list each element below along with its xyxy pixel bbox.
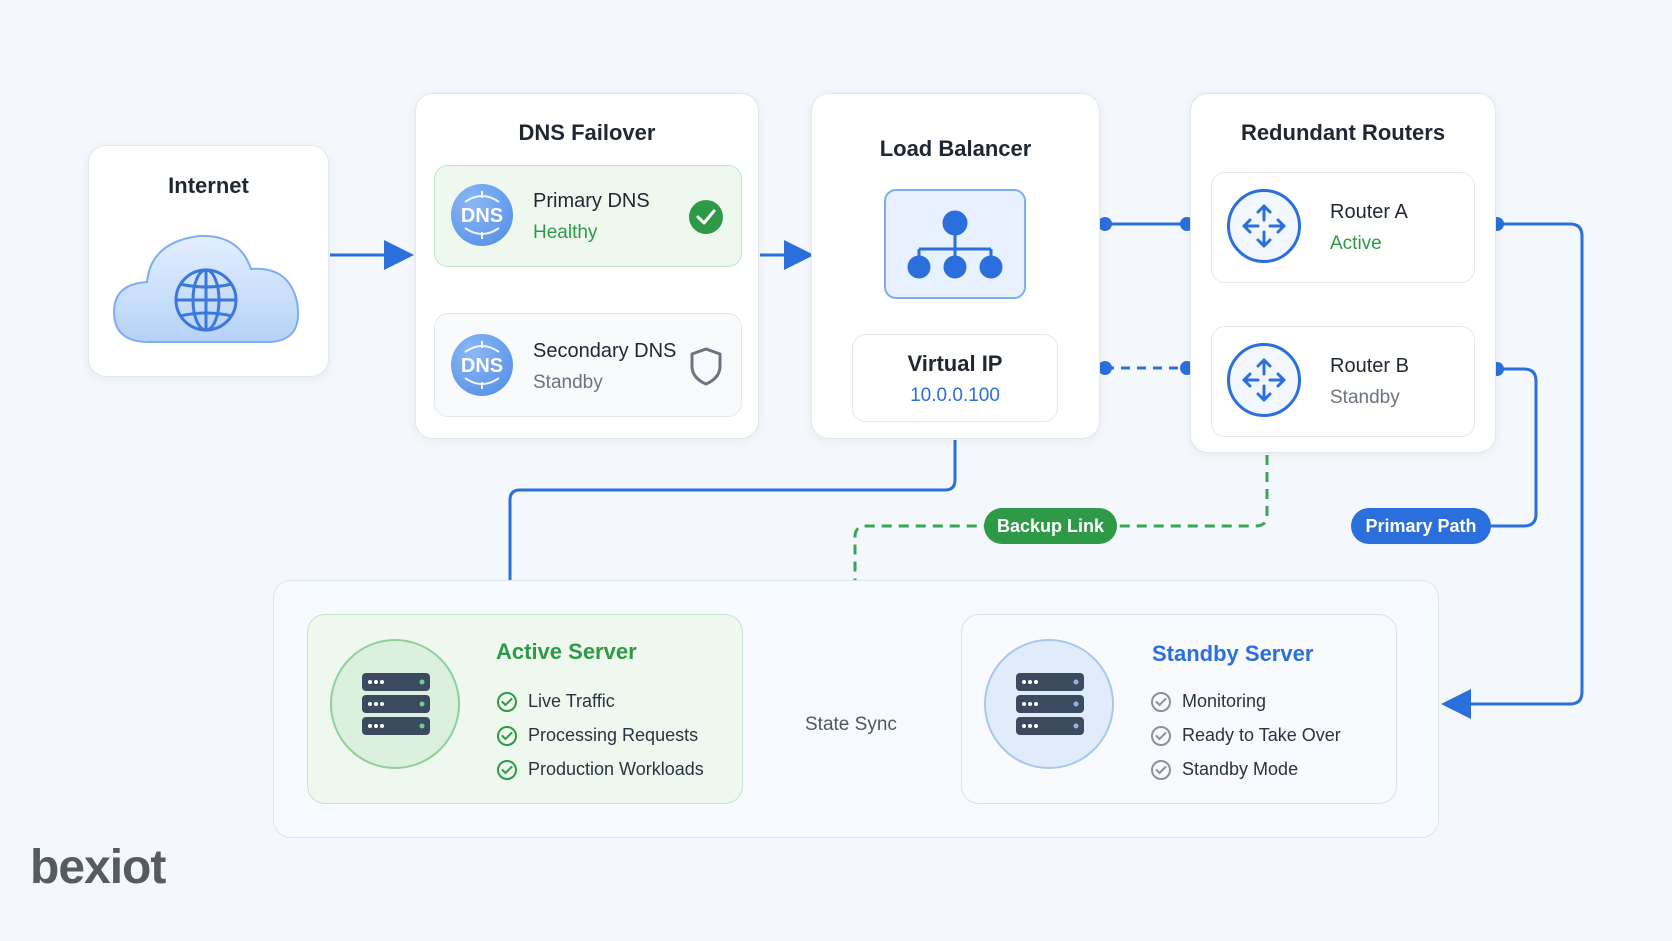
router-b-status: Standby <box>1330 387 1400 408</box>
active-server-card[interactable]: Active Server Live Traffic Processing Re… <box>307 614 743 804</box>
dns-failover-card: DNS Failover DNS Primary DNS Healthy <box>415 93 759 439</box>
backup-link-pill: Backup Link <box>984 508 1117 544</box>
virtual-ip-box: Virtual IP 10.0.0.100 <box>852 334 1058 422</box>
check-circle-icon <box>497 760 517 780</box>
standby-feature-item: Standby Mode <box>1151 759 1299 780</box>
active-feature-item: Live Traffic <box>497 691 615 712</box>
secondary-dns-name: Secondary DNS <box>533 340 677 362</box>
active-feature-item: Production Workloads <box>497 759 704 780</box>
standby-feature-label: Monitoring <box>1182 691 1267 711</box>
check-circle-icon <box>1151 692 1171 712</box>
standby-feature-label: Standby Mode <box>1182 759 1299 779</box>
state-sync-label: State Sync <box>805 714 897 735</box>
router-a-card[interactable]: Router A Active <box>1211 172 1475 283</box>
dns-badge-icon: DNS <box>451 334 513 396</box>
standby-feature-item: Monitoring <box>1151 691 1267 712</box>
router-a-name: Router A <box>1330 201 1408 223</box>
router-b-primary-path <box>1490 367 1538 528</box>
load-balancer-card: Load Balancer Virtual IP 10.0.0.100 <box>811 93 1100 439</box>
load-balancer-title: Load Balancer <box>879 136 1032 161</box>
secondary-dns-badge-text: DNS <box>461 355 503 377</box>
primary-dns-card[interactable]: DNS Primary DNS Healthy <box>434 165 742 267</box>
check-circle-icon <box>1151 726 1171 746</box>
redundant-routers-title: Redundant Routers <box>1240 120 1446 145</box>
router-a-status: Active <box>1330 233 1382 254</box>
router-a-icon <box>1227 189 1301 263</box>
redundant-routers-card: Redundant Routers Router A Active <box>1190 93 1496 453</box>
secondary-dns-status: Standby <box>533 372 603 393</box>
check-circle-icon <box>1151 760 1171 780</box>
server-icon <box>330 639 460 769</box>
cloud-globe-icon <box>112 234 300 343</box>
standby-feature-item: Ready to Take Over <box>1151 725 1341 746</box>
check-circle-icon <box>689 200 723 234</box>
primary-path-pill: Primary Path <box>1351 508 1491 544</box>
router-a-primary-path <box>1441 222 1584 719</box>
standby-server-title: Standby Server <box>1152 641 1314 666</box>
check-circle-icon <box>497 726 517 746</box>
load-balancer-icon <box>884 189 1026 299</box>
virtual-ip-value: 10.0.0.100 <box>910 385 1000 406</box>
active-feature-label: Live Traffic <box>528 691 615 711</box>
active-feature-item: Processing Requests <box>497 725 699 746</box>
internet-title: Internet <box>168 173 249 198</box>
shield-icon <box>690 347 722 386</box>
brand-logo: bexiot <box>30 841 166 894</box>
router-b-name: Router B <box>1330 355 1409 377</box>
primary-dns-name: Primary DNS <box>533 190 650 212</box>
primary-dns-badge-text: DNS <box>461 205 503 227</box>
primary-dns-status: Healthy <box>533 222 598 243</box>
check-circle-icon <box>497 692 517 712</box>
active-feature-label: Production Workloads <box>528 759 704 779</box>
router-b-card[interactable]: Router B Standby <box>1211 326 1475 437</box>
virtual-ip-label: Virtual IP <box>907 351 1003 376</box>
dns-badge-icon: DNS <box>451 184 513 246</box>
dns-failover-title: DNS Failover <box>518 120 656 145</box>
active-feature-label: Processing Requests <box>528 725 699 745</box>
active-server-title: Active Server <box>496 639 637 664</box>
internet-card: Internet <box>88 145 329 377</box>
router-b-icon <box>1227 343 1301 417</box>
lb-to-active-server-link <box>495 440 957 613</box>
standby-feature-label: Ready to Take Over <box>1182 725 1341 745</box>
server-icon <box>984 639 1114 769</box>
standby-server-card[interactable]: Standby Server Monitoring Ready to Take … <box>961 614 1397 804</box>
secondary-dns-card[interactable]: DNS Secondary DNS Standby <box>434 313 742 417</box>
